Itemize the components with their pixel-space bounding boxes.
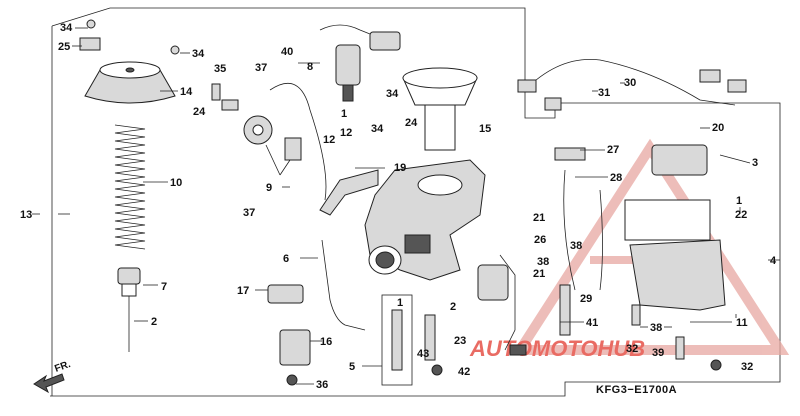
callout-label: 16 — [320, 336, 332, 348]
part-valve-9 — [243, 115, 302, 176]
part-float-chamber — [554, 144, 726, 311]
callout-label: 24 — [405, 117, 418, 129]
part-hose-6 — [267, 239, 366, 386]
callout-label: 28 — [610, 172, 622, 184]
callout-label: 21 — [533, 268, 545, 280]
watermark: AUTOMOTOHUB — [469, 138, 790, 361]
part-throttle-cable — [477, 254, 722, 371]
callout-label: 7 — [161, 281, 167, 293]
part-bracket-19 — [319, 169, 379, 216]
callout-label: 38 — [650, 322, 662, 334]
part-needle-7 — [117, 267, 141, 352]
callout-label: 27 — [607, 144, 619, 156]
callout-label: 37 — [255, 62, 267, 74]
callout-label: 34 — [371, 123, 384, 135]
callout-label: 36 — [316, 379, 328, 391]
callout-label: 12 — [323, 134, 335, 146]
callout-label: 34 — [192, 48, 205, 60]
callout-label: 9 — [266, 182, 272, 194]
callout-label: 11 — [736, 317, 748, 329]
part-screw-35 — [170, 45, 239, 111]
callout-label: 38 — [537, 256, 549, 268]
part-wire-harness-30 — [517, 59, 747, 111]
callout-label: 21 — [533, 212, 545, 224]
part-carburetor-body — [364, 159, 486, 281]
front-direction-indicator: FR. — [33, 359, 72, 394]
callout-label: 40 — [281, 46, 293, 58]
leader-lines — [72, 27, 751, 385]
callout-label: 1 — [736, 195, 742, 207]
callout-label: 30 — [624, 77, 636, 89]
callout-label: 19 — [394, 162, 406, 174]
callout-label: 8 — [307, 61, 313, 73]
callout-label: 37 — [243, 207, 255, 219]
front-label: FR. — [53, 359, 72, 375]
callout-label: 24 — [193, 106, 206, 118]
diagram-code: KFG3−E1700A — [596, 384, 677, 396]
callout-label: 32 — [741, 361, 753, 373]
callout-label: 5 — [349, 361, 355, 373]
part-hose-40 — [269, 82, 327, 201]
watermark-text: AUTOMOTOHUB — [469, 336, 645, 361]
callout-label: 29 — [580, 293, 592, 305]
callout-label: 3 — [752, 157, 758, 169]
callout-label: 4 — [770, 255, 777, 267]
callout-label: 20 — [712, 122, 724, 134]
part-funnel-15 — [402, 67, 478, 151]
part-cap-14 — [84, 61, 176, 104]
part-spring-10 — [114, 124, 146, 250]
callout-label: 13 — [20, 209, 32, 221]
callout-label: 42 — [458, 366, 470, 378]
callout-label: 6 — [283, 253, 289, 265]
callout-label: 25 — [58, 41, 70, 53]
callout-label: 41 — [586, 317, 598, 329]
callout-label: 23 — [454, 335, 466, 347]
callout-label: 38 — [570, 240, 582, 252]
callout-label: 2 — [450, 301, 456, 313]
part-jet-kit-5 — [381, 294, 443, 386]
front-arrow-icon — [33, 373, 65, 394]
callout-label: 35 — [214, 63, 226, 75]
callout-label: 26 — [534, 234, 546, 246]
callout-label: 34 — [386, 88, 399, 100]
part-starter-8 — [319, 24, 401, 102]
callout-label: 32 — [626, 343, 638, 355]
callout-label: 1 — [341, 108, 347, 120]
callout-label: 39 — [652, 347, 664, 359]
part-clip-25 — [79, 19, 101, 51]
callout-label: 14 — [180, 86, 193, 98]
callout-label: 34 — [60, 22, 73, 34]
callout-label: 15 — [479, 123, 491, 135]
callout-label: 31 — [598, 87, 610, 99]
callout-label: 43 — [417, 348, 429, 360]
callout-label: 10 — [170, 177, 182, 189]
callout-label: 22 — [735, 209, 747, 221]
callout-label: 2 — [151, 316, 157, 328]
callout-label: 1 — [397, 297, 403, 309]
callout-label: 12 — [340, 127, 352, 139]
callout-label: 17 — [237, 285, 249, 297]
callout-numbers: 34 25 34 14 35 24 37 40 8 1 34 12 12 34 … — [20, 22, 777, 391]
